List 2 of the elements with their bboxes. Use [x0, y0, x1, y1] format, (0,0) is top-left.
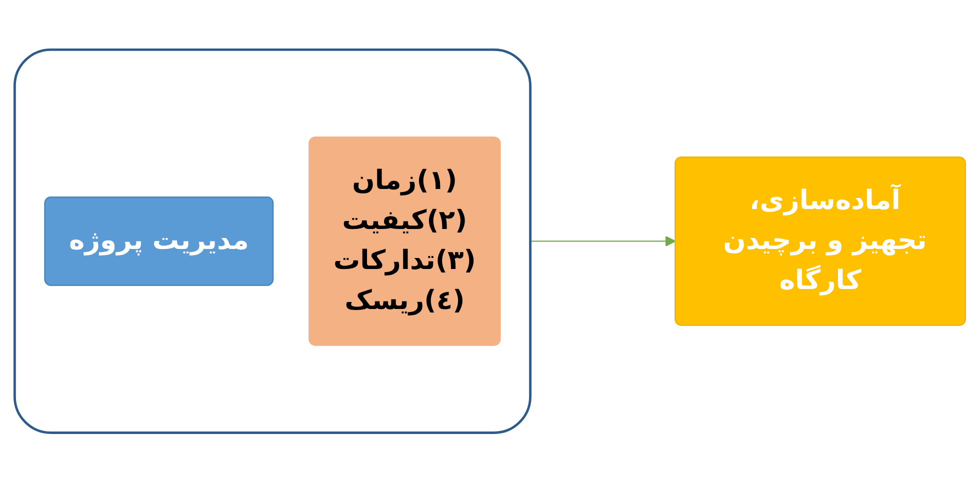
cluster	[13, 48, 532, 434]
arrow	[530, 236, 676, 247]
